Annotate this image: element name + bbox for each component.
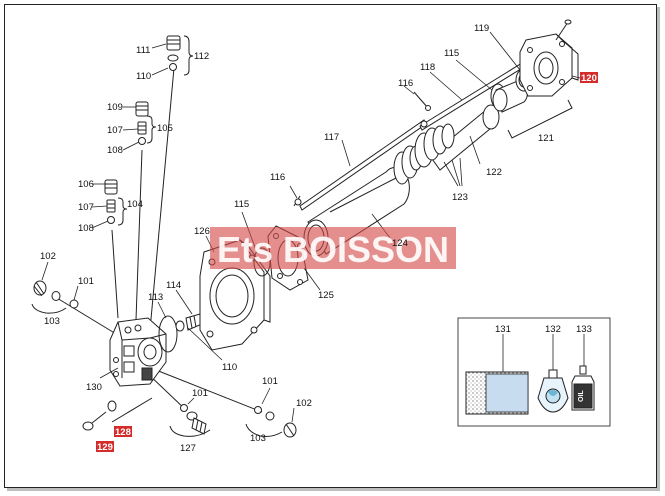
highlight-box-128 [114, 426, 132, 437]
callout-107-lower: 107 [78, 202, 94, 213]
bracket-104 [117, 197, 128, 226]
plug-assembly-106 [104, 179, 118, 224]
valve-body-130 [109, 317, 167, 387]
callout-108-upper: 108 [107, 145, 123, 156]
callout-132: 132 [545, 324, 561, 335]
callout-127: 127 [180, 443, 196, 454]
callout-119: 119 [474, 23, 489, 34]
bolt-120 [555, 19, 572, 41]
callout-101-lower-mid: 101 [192, 388, 208, 399]
callout-101-lower-right: 101 [262, 376, 278, 387]
highlight-box-129 [96, 441, 114, 452]
callout-115-right: 115 [444, 48, 459, 59]
callout-131: 131 [495, 324, 511, 335]
washer-128 [107, 400, 117, 412]
callout-107-upper: 107 [107, 125, 123, 136]
watermark-text: Ets BOISSON [217, 229, 449, 270]
callout-102-right: 102 [296, 398, 312, 409]
callout-130: 130 [86, 382, 102, 393]
callout-103-left: 103 [44, 316, 60, 327]
plug-102-left [33, 280, 79, 309]
callout-106: 106 [78, 179, 94, 190]
gasket-113 [158, 315, 178, 353]
callout-128: 128 [115, 427, 131, 438]
highlight-box-120 [580, 72, 598, 83]
callout-108-lower: 108 [78, 223, 94, 234]
callout-116-right: 116 [398, 78, 413, 89]
callout-113: 113 [148, 292, 163, 303]
callout-133: 133 [576, 324, 592, 335]
callout-125: 125 [318, 290, 334, 301]
callout-101-left: 101 [78, 276, 94, 287]
bracket-127 [169, 425, 211, 437]
callout-114: 114 [166, 280, 181, 291]
callout-104: 104 [127, 199, 143, 210]
callout-118: 118 [420, 62, 435, 73]
callout-110-mid: 110 [222, 362, 237, 373]
callout-102-left: 102 [40, 251, 56, 262]
watermark-banner [210, 227, 456, 269]
callout-122: 122 [486, 167, 502, 178]
callout-109: 109 [107, 102, 123, 113]
bracket-112 [183, 35, 194, 76]
callout-116-left: 116 [270, 172, 285, 183]
pin-116-right [413, 91, 431, 111]
piston-rod-122 [429, 104, 500, 171]
callout-111: 111 [136, 45, 150, 56]
callout-129: 129 [97, 442, 113, 453]
bracket-103-left [31, 303, 67, 314]
callout-110-top: 110 [136, 71, 151, 82]
callout-126: 126 [194, 226, 210, 237]
piston-seals-123 [393, 123, 455, 185]
callout-115-left: 115 [234, 199, 249, 210]
oil-bottle-133 [571, 334, 595, 411]
fitting-127 [180, 404, 207, 435]
bolt-129 [82, 411, 107, 431]
end-cap-121 [519, 33, 579, 97]
bracket-121 [507, 99, 573, 139]
pin-116-left [293, 195, 302, 207]
plug-assembly-109 [135, 101, 149, 145]
pushrod-leaders [51, 67, 263, 423]
callout-112: 112 [194, 51, 209, 62]
callout-labels: 111 112 110 109 107 108 105 106 107 108 … [40, 23, 597, 454]
callout-121: 121 [538, 133, 554, 144]
callout-103-right: 103 [250, 433, 266, 444]
callout-124: 124 [392, 238, 408, 249]
bracket-105 [146, 115, 157, 144]
oil-bottle-label: OIL [578, 389, 585, 401]
callout-117: 117 [324, 132, 339, 143]
plug-assembly-111 [166, 35, 181, 71]
callout-105: 105 [157, 123, 173, 134]
bracket-103-right [245, 423, 283, 437]
plug-102-right [254, 406, 297, 438]
callout-123: 123 [452, 192, 468, 203]
grease-tube-132 [537, 334, 569, 413]
callout-120-top: 120 [581, 73, 597, 84]
